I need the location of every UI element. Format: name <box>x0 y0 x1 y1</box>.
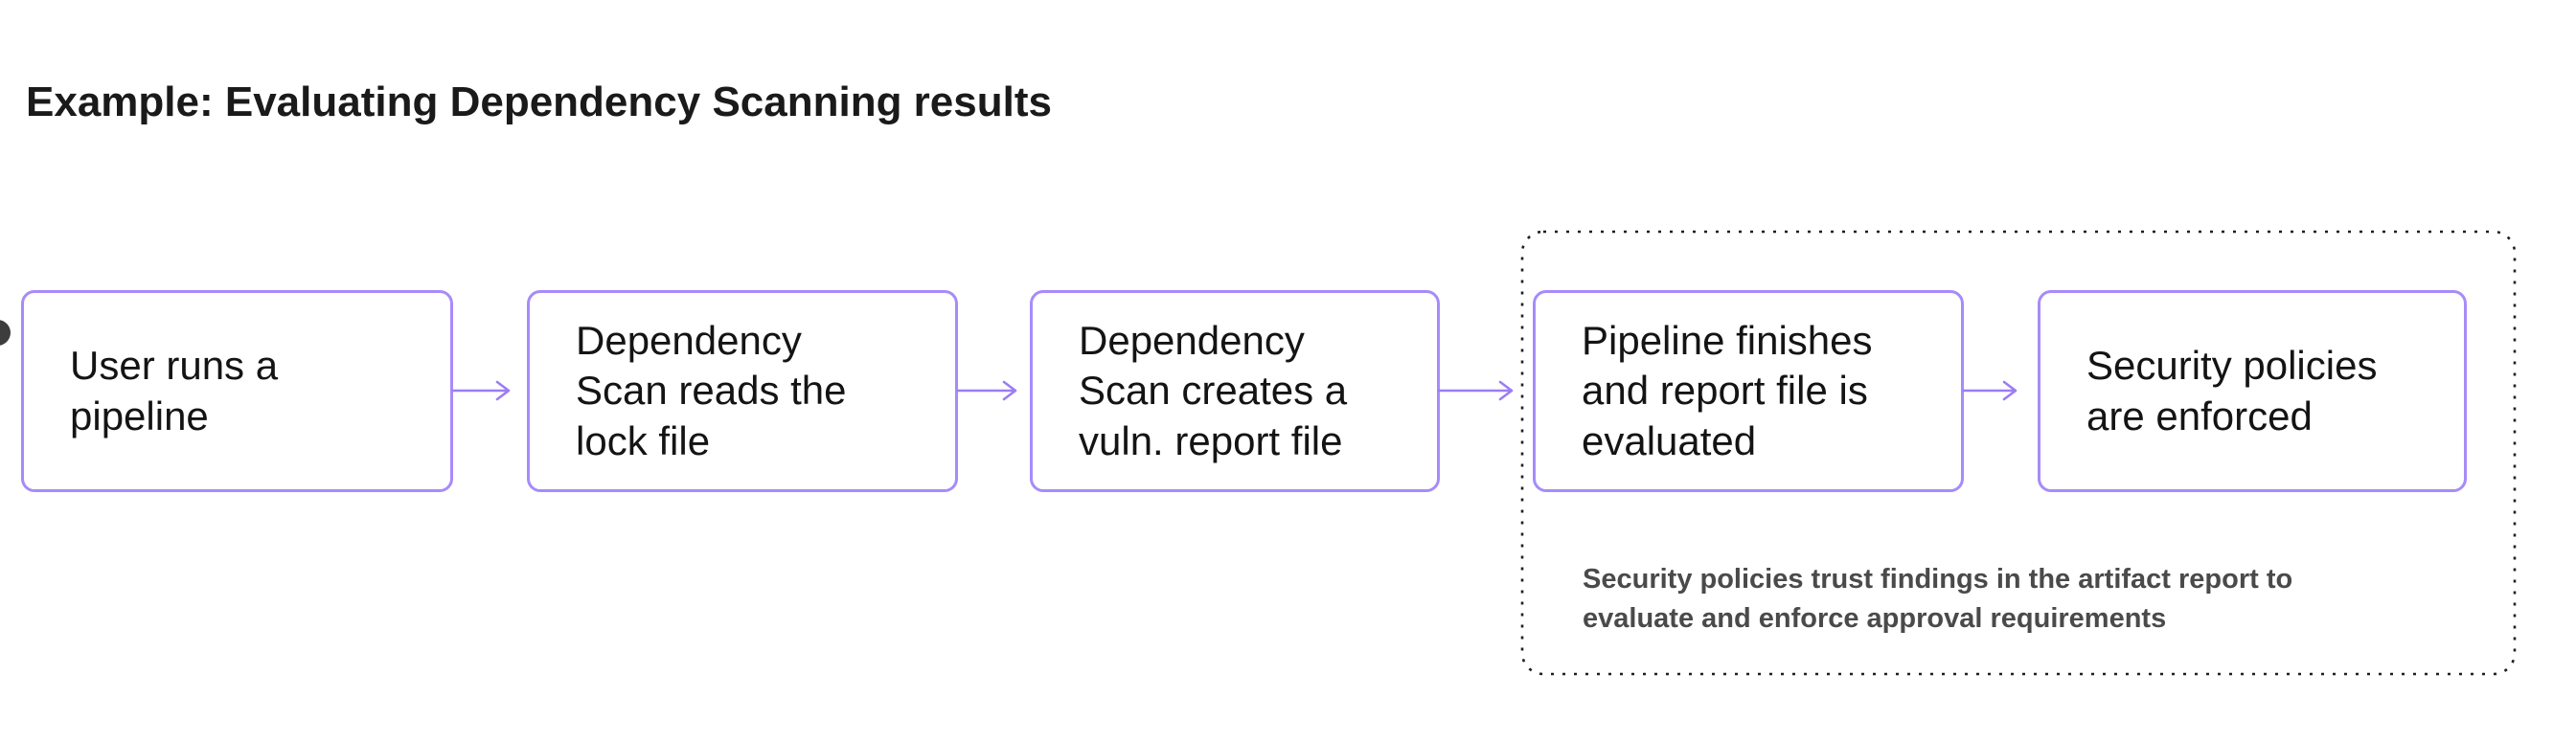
flow-arrow-right-icon <box>956 380 1017 401</box>
flow-arrow-right-icon <box>1962 380 2017 401</box>
step-box-scan-creates-vuln-report: Dependency Scan creates a vuln. report f… <box>1030 290 1440 492</box>
step-label: Pipeline finishes and report file is eva… <box>1582 317 1873 463</box>
step-box-security-policies-enforced: Security policies are enforced <box>2038 290 2467 492</box>
step-box-scan-reads-lock-file: Dependency Scan reads the lock file <box>527 290 958 492</box>
step-label: Security policies are enforced <box>2086 343 2378 438</box>
step-box-pipeline-finishes-report-evaluated: Pipeline finishes and report file is eva… <box>1533 290 1964 492</box>
policy-note: Security policies trust findings in the … <box>1583 564 2293 635</box>
flow-arrow-right-icon <box>1437 380 1514 401</box>
dotted-border-rect <box>1520 230 2517 676</box>
flow-arrow-right-icon <box>451 380 511 401</box>
page-title: Example: Evaluating Dependency Scanning … <box>26 79 1052 125</box>
cropped-node-circle <box>0 320 11 346</box>
step-label: Dependency Scan creates a vuln. report f… <box>1079 317 1348 463</box>
step-label: User runs a pipeline <box>70 343 279 438</box>
step-box-user-runs-pipeline: User runs a pipeline <box>21 290 453 492</box>
step-label: Dependency Scan reads the lock file <box>576 317 847 463</box>
policy-evaluation-group <box>1520 230 2517 676</box>
